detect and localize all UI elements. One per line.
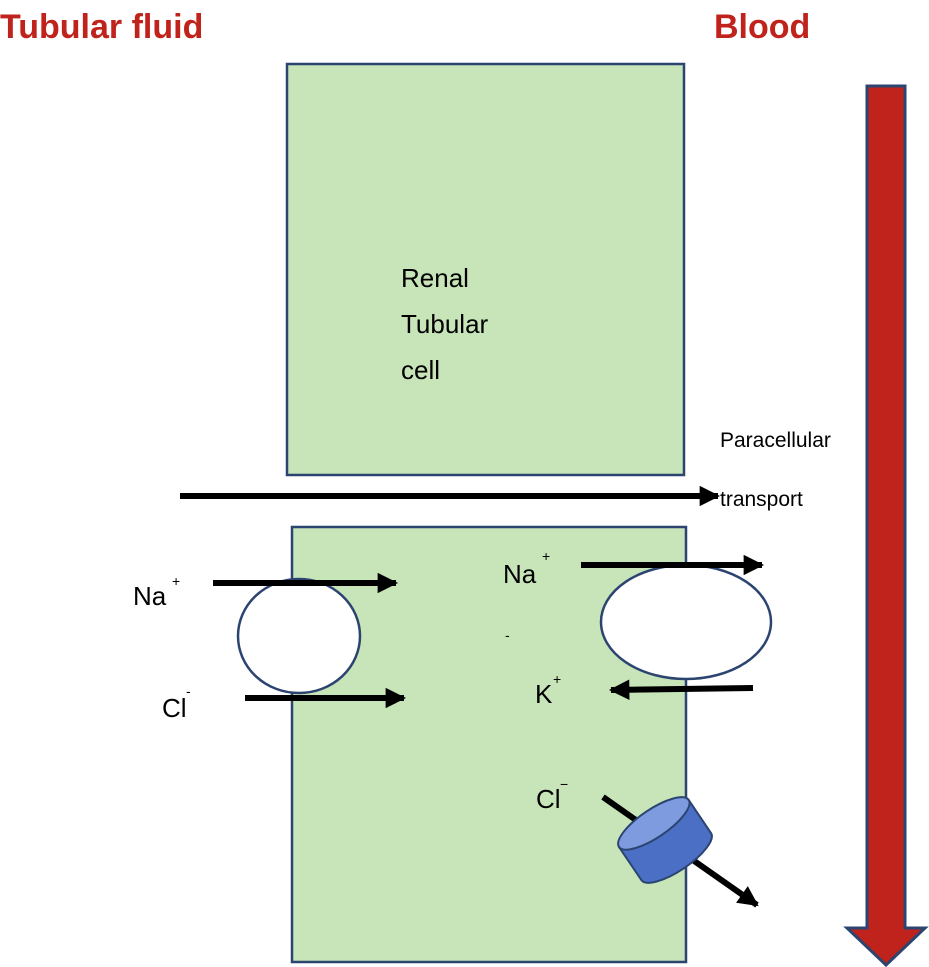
symporter-ellipse-transporter-icon: [236, 577, 362, 695]
chloride-cylinder-channel-icon: [617, 796, 713, 884]
chloride-channel-label: Cl: [536, 784, 561, 814]
cell-label-line3: cell: [401, 355, 440, 385]
apical-na-charge: +: [172, 573, 180, 589]
basolateral-k-charge: +: [553, 671, 561, 687]
apical-na-label: Na: [133, 581, 167, 611]
pump-ellipse-pump-icon: [599, 563, 773, 681]
paracellular-label-line1: Paracellular: [720, 429, 831, 452]
basolateral-na-charge: +: [542, 548, 550, 564]
tubular-fluid-header: Tubular fluid: [0, 8, 203, 46]
blood-flow-down-arrow-icon: [843, 84, 929, 967]
paracellular-label-line2: transport: [720, 488, 803, 511]
blood-header: Blood: [714, 8, 810, 46]
apical-cl-label: Cl: [162, 693, 187, 723]
basolateral-na-label: Na: [503, 559, 537, 589]
basolateral-k-label: K: [535, 679, 553, 709]
basolateral-stray-mark: -: [505, 627, 510, 643]
cell-label-line2: Tubular: [401, 309, 489, 339]
chloride-channel-charge: −: [560, 776, 568, 792]
basolateral-k-arrow: [608, 679, 754, 700]
cell-label-line1: Renal: [401, 263, 469, 293]
upper-renal-tubular-cell: [285, 62, 686, 477]
apical-cl-charge: -: [186, 683, 191, 699]
